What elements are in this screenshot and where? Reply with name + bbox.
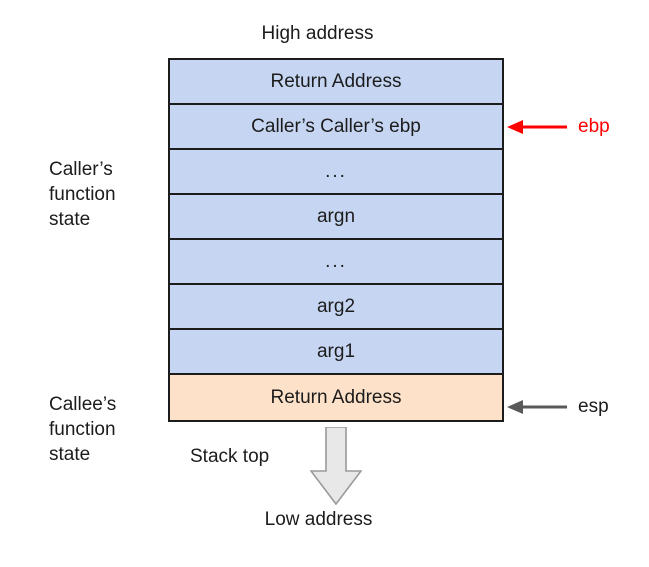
- stack-row-label: Caller’s Caller’s ebp: [251, 115, 421, 137]
- high-address-text: High address: [261, 23, 374, 44]
- esp-pointer-annotation: esp: [507, 397, 609, 417]
- stack-row: arg1: [170, 330, 502, 375]
- esp-label: esp: [578, 396, 609, 417]
- low-address-label: Low address: [0, 509, 649, 531]
- stack-top-text: Stack top: [190, 446, 270, 467]
- esp-arrow-left-icon: [507, 400, 567, 414]
- stack-row-label: argn: [316, 205, 356, 227]
- low-address-text: Low address: [264, 509, 373, 530]
- caller-state-line-1: Caller’s: [49, 159, 113, 180]
- stack-row-label: ...: [325, 160, 347, 182]
- caller-state-line-2: function: [49, 184, 116, 205]
- stack-growth-down-arrow-icon: [310, 427, 362, 505]
- stack-row: ...: [170, 150, 502, 195]
- high-address-label: High address: [0, 23, 649, 45]
- ebp-arrow-left-icon: [507, 120, 567, 134]
- stack-row: argn: [170, 195, 502, 240]
- ebp-pointer-annotation: ebp: [507, 117, 610, 137]
- stack-row-label: Return Address: [270, 70, 402, 92]
- caller-state-line-3: state: [49, 209, 91, 230]
- callee-state-line-2: function: [49, 419, 116, 440]
- stack-diagram-table: Return Address Caller’s Caller’s ebp ...…: [168, 58, 504, 422]
- stack-row: Return Address: [170, 375, 502, 420]
- stack-row: ...: [170, 240, 502, 285]
- stack-row-label: Return Address: [270, 386, 402, 408]
- stack-top-label: Stack top: [190, 446, 269, 468]
- caller-function-state-label: Caller’s function state: [49, 157, 116, 232]
- callee-state-line-3: state: [49, 444, 91, 465]
- ebp-label: ebp: [578, 116, 610, 137]
- stack-row: Return Address: [170, 60, 502, 105]
- stack-row-label: arg2: [316, 295, 356, 317]
- stack-row-label: ...: [325, 250, 347, 272]
- stack-row-label: arg1: [316, 340, 356, 362]
- callee-function-state-label: Callee’s function state: [49, 392, 116, 467]
- stack-row: arg2: [170, 285, 502, 330]
- stack-row: Caller’s Caller’s ebp: [170, 105, 502, 150]
- callee-state-line-1: Callee’s: [49, 394, 117, 415]
